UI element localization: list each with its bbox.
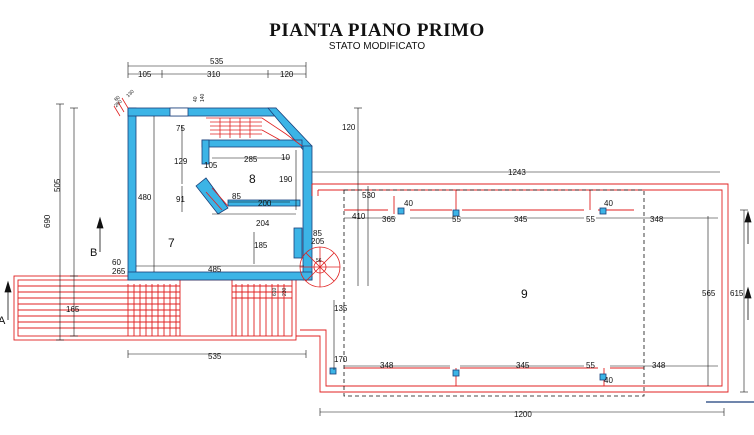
- spiral-stair: [299, 246, 341, 288]
- page-title: PIANTA PIANO PRIMO: [269, 20, 485, 41]
- page-subtitle: STATO MODIFICATO: [328, 41, 426, 52]
- dim-204: 204: [256, 219, 270, 228]
- dim-410: 410: [352, 212, 366, 221]
- dim-129: 129: [174, 157, 188, 166]
- dim-200: 200: [258, 199, 272, 208]
- dimension-lines: [56, 62, 748, 416]
- dim-top-b: 310: [207, 70, 221, 79]
- dim-40c: 40: [604, 199, 613, 208]
- dim-348c: 348: [652, 361, 666, 370]
- dim-615: 615: [730, 289, 744, 298]
- dim-130: 130: [125, 89, 135, 99]
- dim-190: 190: [279, 175, 293, 184]
- section-arrows: [4, 210, 752, 320]
- dim-91: 91: [176, 195, 185, 204]
- room-9-boundary: [343, 189, 645, 397]
- internal-stair: [113, 97, 303, 211]
- dim-55b: 55: [586, 215, 595, 224]
- dim-230: 230: [282, 287, 288, 296]
- dim-140: 140: [200, 93, 206, 102]
- dim-135: 135: [334, 304, 348, 313]
- dim-348b: 348: [380, 361, 394, 370]
- dim-285: 285: [244, 155, 258, 164]
- dim-610: 610: [272, 287, 278, 296]
- dim-170: 170: [334, 355, 348, 364]
- dim-75: 75: [176, 124, 185, 133]
- dim-top-a: 105: [138, 70, 152, 79]
- dim-280: 280: [113, 99, 123, 109]
- dim-55a: 55: [452, 215, 461, 224]
- section-b-label: B: [90, 247, 97, 259]
- dim-565: 565: [702, 289, 716, 298]
- dim-120: 120: [342, 123, 356, 132]
- room-8-label: 8: [249, 172, 256, 186]
- left-terrace: [13, 275, 297, 341]
- dim-105: 105: [204, 161, 218, 170]
- dim-55c: 55: [586, 361, 595, 370]
- dim-40d: 40: [604, 376, 613, 385]
- dim-1200: 1200: [514, 410, 532, 419]
- dim-60: 60: [112, 258, 121, 267]
- right-terrace: [296, 183, 729, 393]
- dim-40: 40: [193, 96, 199, 102]
- room-9-label: 9: [521, 287, 528, 301]
- dim-530: 530: [362, 191, 376, 200]
- dim-535b: 535: [208, 352, 222, 361]
- dim-40b: 40: [404, 199, 413, 208]
- dim-205: 205: [311, 237, 325, 246]
- dim-345a: 345: [514, 215, 528, 224]
- dim-1243: 1243: [508, 168, 526, 177]
- dim-348a: 348: [650, 215, 664, 224]
- dim-485: 485: [208, 265, 222, 274]
- dim-85b: 85: [313, 229, 322, 238]
- columns: [329, 207, 607, 381]
- dim-80: 80: [113, 95, 121, 103]
- dim-185: 185: [254, 241, 268, 250]
- dim-365: 365: [382, 215, 396, 224]
- dim-top-c: 120: [280, 70, 294, 79]
- building-walls: [127, 107, 313, 281]
- dim-top-total: 535: [210, 57, 224, 66]
- dim-505: 505: [53, 178, 62, 192]
- room-7-label: 7: [168, 236, 175, 250]
- dim-56: 56: [316, 258, 322, 264]
- dim-480: 480: [138, 193, 152, 202]
- dim-690: 690: [43, 214, 52, 228]
- dim-85a: 85: [232, 192, 241, 201]
- dim-10: 10: [281, 153, 290, 162]
- dim-265: 265: [112, 267, 126, 276]
- dim-345b: 345: [516, 361, 530, 370]
- section-a-label: A: [0, 315, 6, 327]
- dim-165: 165: [66, 305, 80, 314]
